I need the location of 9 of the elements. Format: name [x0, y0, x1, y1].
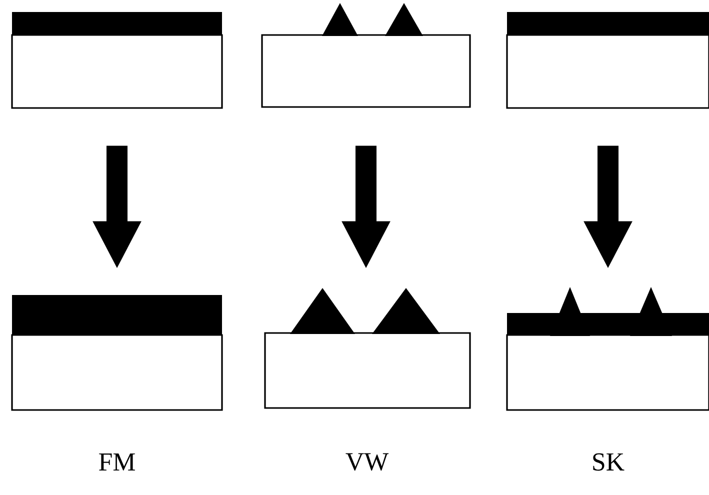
mode-label: FM [99, 454, 135, 470]
substrate-drawing [506, 287, 709, 411]
substrate-drawing [506, 12, 709, 109]
substrate-drawing [11, 12, 223, 109]
mode-label: SK [593, 453, 624, 471]
substrate-drawing [261, 3, 471, 108]
substrate-drawing [11, 295, 223, 411]
substrate-drawing [264, 288, 471, 409]
mode-label: VW [346, 453, 389, 471]
